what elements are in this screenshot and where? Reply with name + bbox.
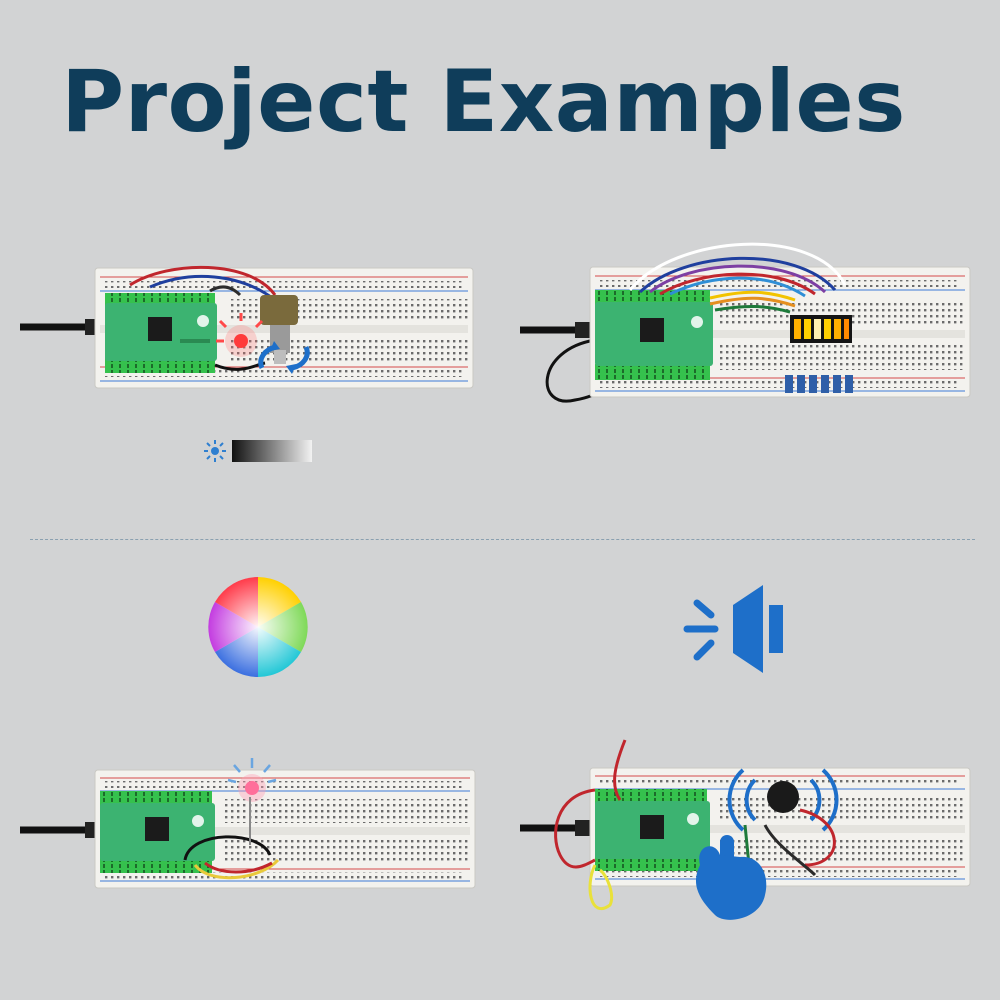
resistor-array (785, 375, 853, 393)
speaker-sound-icon (683, 585, 783, 673)
potentiometer-led-project (20, 255, 490, 475)
sun-icon (204, 440, 226, 462)
pico-board (595, 290, 713, 380)
buzzer (767, 781, 799, 813)
glowing-led-icon (227, 758, 277, 802)
pico-board (105, 293, 217, 373)
buzzer-button-project (515, 575, 985, 935)
section-divider (30, 539, 975, 540)
rotate-arrows-icon (258, 341, 310, 374)
usb-cable (520, 820, 601, 836)
led-bar-graph-icon (790, 315, 852, 343)
page-title: Project Examples (61, 52, 906, 152)
jumper-wires (628, 242, 847, 314)
led-bar-graph-project (515, 230, 985, 420)
jumper-wires (183, 797, 280, 880)
pico-board (595, 789, 710, 871)
jumper-wires (554, 739, 836, 911)
glowing-led-icon (216, 313, 264, 357)
brightness-gradient-icon (232, 440, 312, 462)
tapping-hand-icon (695, 835, 767, 920)
pico-board (100, 791, 215, 873)
rgb-led-project (20, 575, 490, 905)
color-wheel-icon (208, 577, 308, 677)
